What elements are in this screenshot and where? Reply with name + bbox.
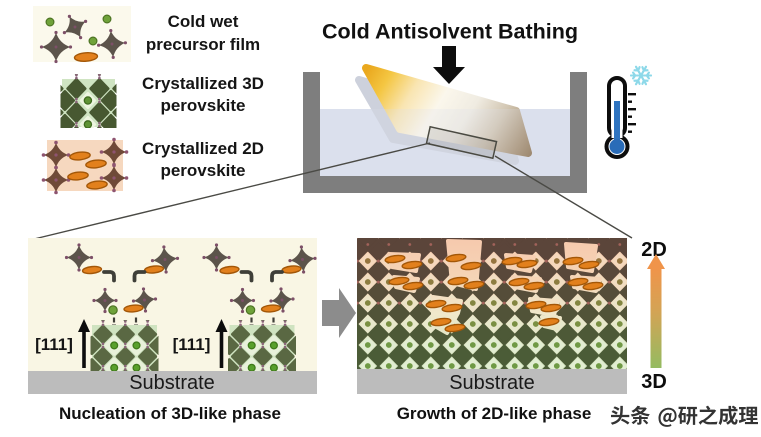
svg-text:Nucleation of 3D-like phase: Nucleation of 3D-like phase [59,404,281,423]
svg-text:Substrate: Substrate [129,372,215,394]
svg-text:Substrate: Substrate [449,372,535,394]
svg-text:Growth of 2D-like phase: Growth of 2D-like phase [397,404,592,423]
svg-text:[111]: [111] [35,335,73,354]
svg-text:2D: 2D [641,239,667,261]
svg-text:Crystallized 2D: Crystallized 2D [142,139,264,158]
svg-text:Cold wet: Cold wet [168,12,239,31]
svg-text:[111]: [111] [173,335,211,354]
svg-text:Cold Antisolvent Bathing: Cold Antisolvent Bathing [322,20,578,44]
svg-text:3D: 3D [641,371,667,393]
svg-text:perovskite: perovskite [160,161,245,180]
svg-text:precursor film: precursor film [146,35,260,54]
svg-text:Crystallized 3D: Crystallized 3D [142,74,264,93]
svg-text:perovskite: perovskite [160,96,245,115]
